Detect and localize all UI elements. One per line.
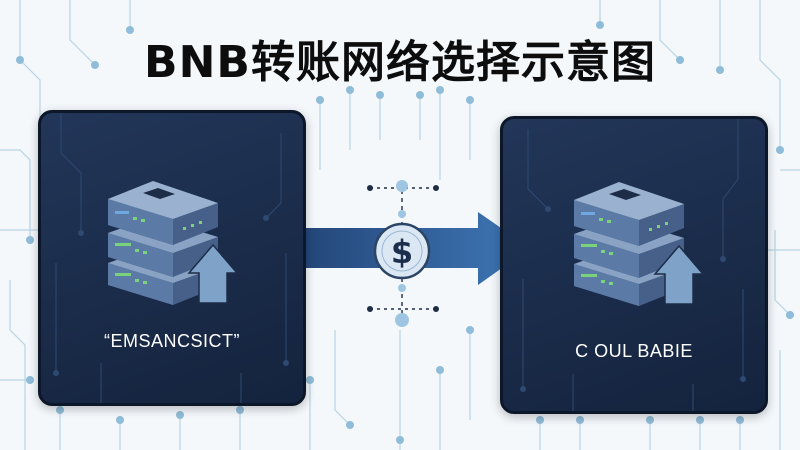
destination-node-label: C OUL BABIE bbox=[575, 341, 693, 361]
connector-node bbox=[367, 306, 373, 312]
source-node-panel: “EMSANCSICT” bbox=[38, 110, 306, 406]
source-node-label: “EMSANCSICT” bbox=[104, 331, 240, 351]
connector-node bbox=[398, 210, 406, 218]
connector-node bbox=[398, 284, 406, 292]
connector-node bbox=[433, 185, 439, 191]
diagram-title: BNB转账网络选择示意图 bbox=[144, 37, 656, 88]
connector-node bbox=[395, 313, 409, 327]
panel-circuit bbox=[520, 119, 746, 411]
server-stack-icon bbox=[108, 181, 239, 305]
panel-circuit bbox=[53, 113, 289, 403]
connector-node bbox=[396, 180, 408, 192]
destination-node-panel: C OUL BABIE bbox=[500, 116, 768, 414]
coin-symbol: $ bbox=[391, 233, 413, 271]
server-stack-icon bbox=[574, 182, 705, 306]
connector-node bbox=[367, 185, 373, 191]
connector-node bbox=[433, 306, 439, 312]
dollar-coin-icon: $ bbox=[373, 222, 431, 280]
